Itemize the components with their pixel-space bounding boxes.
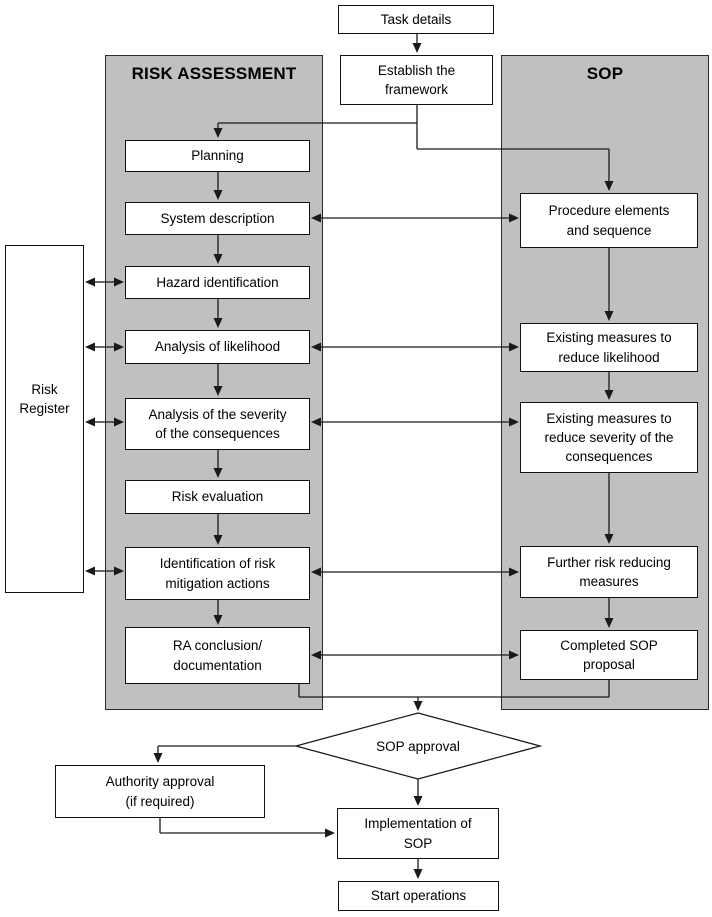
node-risk-register: Risk Register <box>5 245 84 593</box>
node-start-operations: Start operations <box>338 881 499 911</box>
node-implementation: Implementation of SOP <box>337 808 499 859</box>
node-identification-mitigation: Identification of risk mitigation action… <box>125 547 310 600</box>
node-system-description: System description <box>125 202 310 235</box>
node-further-measures: Further risk reducing measures <box>520 546 698 598</box>
node-procedure-elements: Procedure elements and sequence <box>520 193 698 248</box>
node-hazard-identification: Hazard identification <box>125 266 310 299</box>
node-establish-framework: Establish the framework <box>340 55 493 105</box>
node-existing-likelihood: Existing measures to reduce likelihood <box>520 323 698 372</box>
node-existing-severity: Existing measures to reduce severity of … <box>520 402 698 473</box>
risk-assessment-title: RISK ASSESSMENT <box>131 64 297 83</box>
node-planning: Planning <box>125 140 310 172</box>
connector-lines <box>85 33 614 879</box>
node-completed-sop: Completed SOP proposal <box>520 630 698 680</box>
node-authority-approval: Authority approval (if required) <box>55 765 265 818</box>
node-task-details: Task details <box>338 5 494 34</box>
node-analysis-likelihood: Analysis of likelihood <box>125 330 310 364</box>
sop-title: SOP <box>586 64 624 83</box>
node-ra-conclusion: RA conclusion/ documentation <box>125 627 310 684</box>
sop-panel: SOP <box>501 55 709 710</box>
node-sop-approval: SOP approval <box>376 738 460 754</box>
node-analysis-severity: Analysis of the severity of the conseque… <box>125 398 310 450</box>
node-risk-evaluation: Risk evaluation <box>125 480 310 514</box>
